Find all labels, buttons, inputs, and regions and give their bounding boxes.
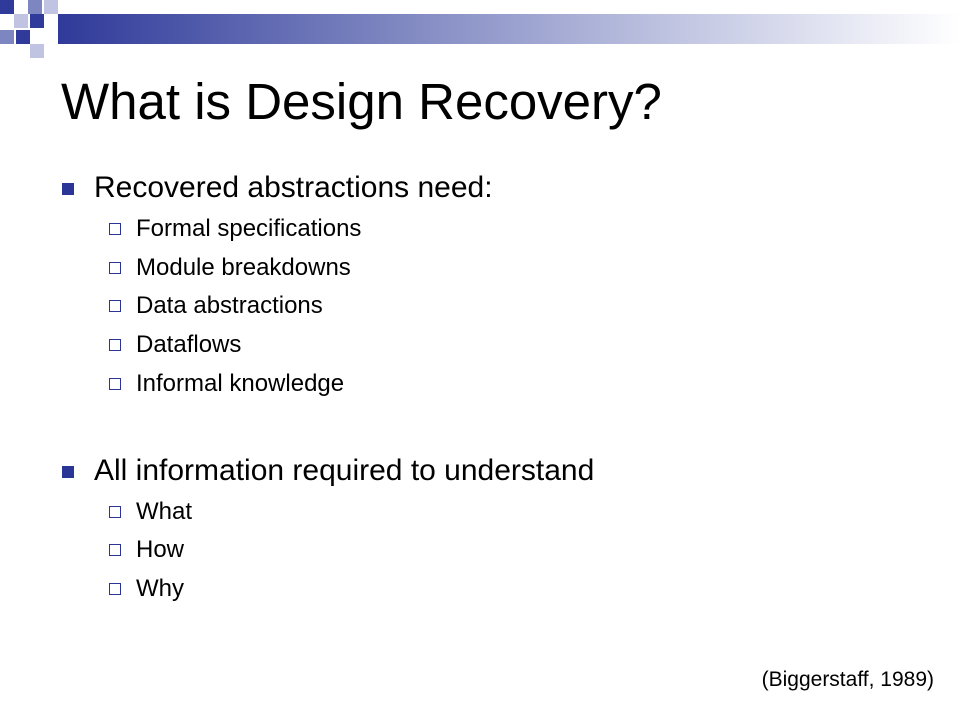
bullet-text: Module breakdowns xyxy=(136,254,351,281)
slide-title: What is Design Recovery? xyxy=(61,73,662,130)
bullet-text: Formal specifications xyxy=(136,215,362,242)
bullet-text: All information required to understand xyxy=(94,454,595,487)
hollow-square-bullet-icon xyxy=(109,583,121,595)
ornament-square xyxy=(0,30,14,44)
hollow-square-bullet-icon xyxy=(109,262,121,274)
ornament-square xyxy=(30,44,44,58)
bullet-text: Why xyxy=(136,575,184,602)
header-gradient-bar xyxy=(58,14,960,44)
citation: (Biggerstaff, 1989) xyxy=(761,668,934,691)
ornament-square xyxy=(0,0,14,14)
ornament-square xyxy=(44,0,58,14)
ornament-square xyxy=(14,14,28,28)
ornament-square xyxy=(30,14,44,28)
bullet-text: Dataflows xyxy=(136,331,242,358)
bullet-text: Recovered abstractions need: xyxy=(94,171,493,204)
bullet-text: Data abstractions xyxy=(136,292,323,319)
hollow-square-bullet-icon xyxy=(109,544,121,556)
square-bullet-icon xyxy=(62,466,74,478)
hollow-square-bullet-icon xyxy=(109,300,121,312)
bullet-text: Informal knowledge xyxy=(136,370,345,397)
bullet-text: What xyxy=(136,498,193,525)
hollow-square-bullet-icon xyxy=(109,378,121,390)
square-bullet-icon xyxy=(62,183,74,195)
header-ornament xyxy=(0,0,960,60)
ornament-square xyxy=(16,30,30,44)
ornament-square xyxy=(28,0,42,14)
hollow-square-bullet-icon xyxy=(109,223,121,235)
hollow-square-bullet-icon xyxy=(109,339,121,351)
hollow-square-bullet-icon xyxy=(109,506,121,518)
bullet-text: How xyxy=(136,536,185,563)
